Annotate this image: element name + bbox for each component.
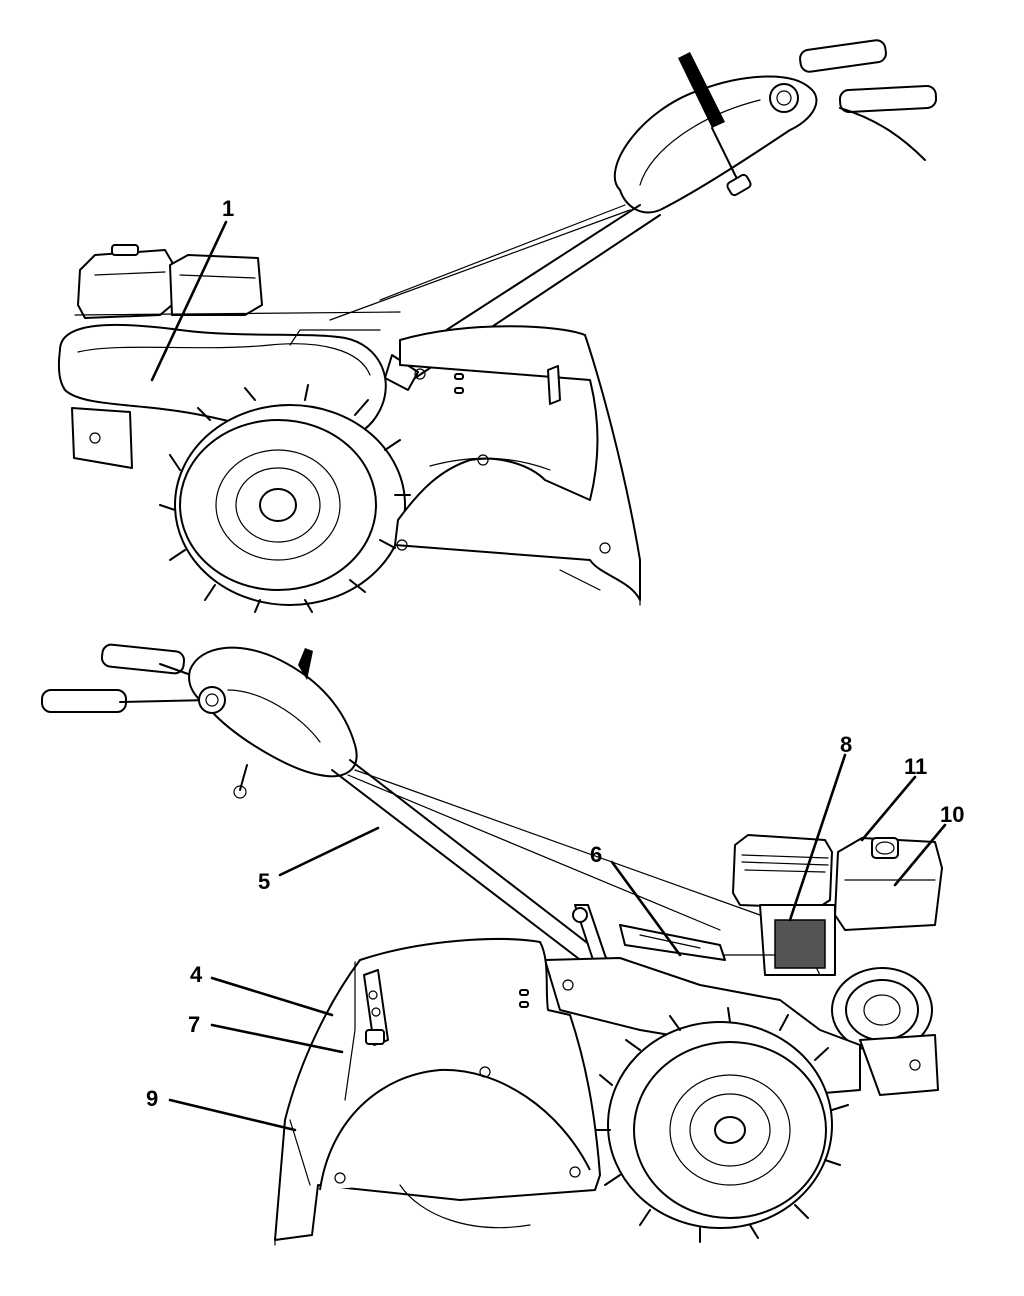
leader-6 bbox=[610, 860, 682, 957]
handlebar-bottom bbox=[41, 643, 358, 799]
tiller-top-view: 1 bbox=[57, 39, 938, 613]
callout-5: 5 bbox=[258, 869, 270, 894]
leader-11 bbox=[860, 775, 917, 842]
engine-top bbox=[74, 244, 401, 319]
leader-5 bbox=[278, 826, 380, 877]
tine-hood-bottom bbox=[274, 938, 601, 1246]
leader-8 bbox=[788, 753, 847, 922]
wheel-bottom bbox=[594, 1007, 849, 1243]
wheel-top bbox=[159, 384, 411, 613]
leader-1 bbox=[150, 220, 228, 382]
handlebar-top bbox=[613, 39, 938, 214]
callout-10: 10 bbox=[940, 802, 964, 827]
engine-label-plate bbox=[774, 919, 826, 969]
callout-8: 8 bbox=[840, 732, 852, 757]
callout-4: 4 bbox=[190, 962, 203, 987]
leader-7 bbox=[210, 1023, 344, 1054]
hitch-bracket-top bbox=[71, 407, 133, 469]
leader-10 bbox=[893, 823, 947, 887]
callout-1: 1 bbox=[222, 196, 234, 221]
callout-6: 6 bbox=[590, 842, 602, 867]
callout-9: 9 bbox=[146, 1086, 158, 1111]
leader-9 bbox=[168, 1098, 297, 1132]
callout-11: 11 bbox=[904, 754, 927, 779]
tiller-bottom-view: 4 5 6 7 8 9 10 11 bbox=[41, 643, 964, 1246]
leader-4 bbox=[210, 976, 334, 1017]
tine-hood-top bbox=[394, 325, 641, 606]
callout-7: 7 bbox=[188, 1012, 200, 1037]
